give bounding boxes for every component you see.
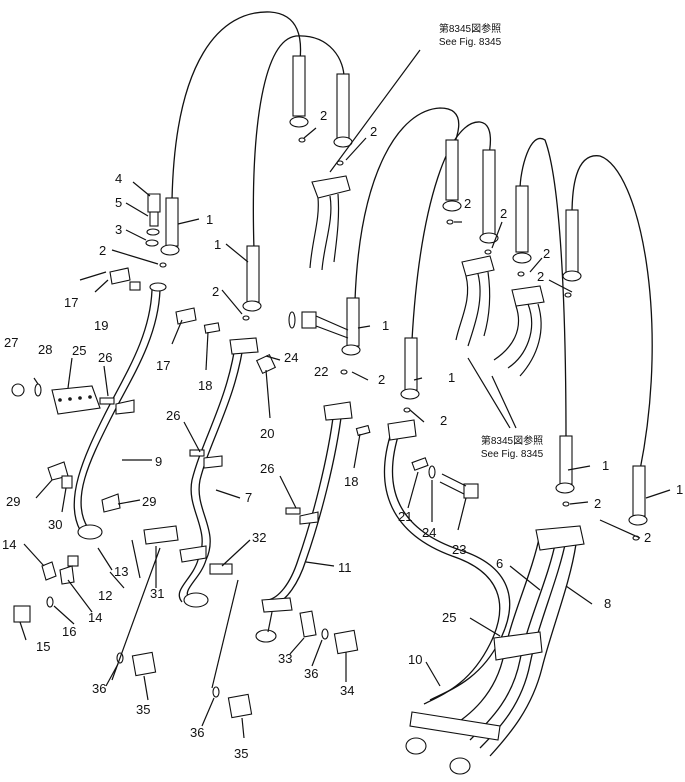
pipe-11 bbox=[255, 401, 353, 643]
callout-21: 21 bbox=[398, 509, 412, 524]
hose-end-fittings bbox=[160, 55, 648, 526]
callout-2: 2 bbox=[594, 496, 601, 511]
callout-8: 8 bbox=[604, 596, 611, 611]
callout-18: 18 bbox=[344, 474, 358, 489]
callout-2: 2 bbox=[543, 246, 550, 261]
callout-1: 1 bbox=[676, 482, 683, 497]
callout-1: 1 bbox=[448, 370, 455, 385]
callout-24: 24 bbox=[422, 525, 436, 540]
reference-jp: 第8345図参照 bbox=[439, 22, 501, 35]
callout-14: 14 bbox=[88, 610, 102, 625]
callout-19: 19 bbox=[94, 318, 108, 333]
callout-4: 4 bbox=[115, 171, 122, 186]
callout-25: 25 bbox=[442, 610, 456, 625]
callout-2: 2 bbox=[537, 269, 544, 284]
callout-2: 2 bbox=[320, 108, 327, 123]
callout-2: 2 bbox=[378, 372, 385, 387]
callout-2: 2 bbox=[500, 206, 507, 221]
callout-1: 1 bbox=[382, 318, 389, 333]
callout-26: 26 bbox=[98, 350, 112, 365]
callout-labels: 1 1 1 1 1 1 2 2 2 2 2 2 2 2 2 2 2 2 3 4 … bbox=[2, 108, 683, 761]
pipe-9 bbox=[73, 282, 167, 540]
callout-2: 2 bbox=[644, 530, 651, 545]
figure-reference-top: 第8345図参照 See Fig. 8345 bbox=[439, 22, 502, 48]
callout-25: 25 bbox=[72, 343, 86, 358]
upper-valve-blocks bbox=[309, 175, 545, 377]
callout-36: 36 bbox=[92, 681, 106, 696]
pipe-7 bbox=[178, 337, 259, 608]
callout-17: 17 bbox=[64, 295, 78, 310]
callout-35: 35 bbox=[136, 702, 150, 717]
callout-17: 17 bbox=[156, 358, 170, 373]
clamps-and-brackets bbox=[47, 267, 429, 567]
callout-10: 10 bbox=[408, 652, 422, 667]
hose-loops bbox=[171, 11, 653, 471]
callout-16: 16 bbox=[62, 624, 76, 639]
callout-3: 3 bbox=[115, 222, 122, 237]
callout-26: 26 bbox=[166, 408, 180, 423]
callout-35: 35 bbox=[234, 746, 248, 761]
callout-30: 30 bbox=[48, 517, 62, 532]
callout-2: 2 bbox=[440, 413, 447, 428]
callout-24: 24 bbox=[284, 350, 298, 365]
reference-en: See Fig. 8345 bbox=[481, 449, 544, 460]
callout-5: 5 bbox=[115, 195, 122, 210]
callout-2: 2 bbox=[212, 284, 219, 299]
leader-lines bbox=[19, 49, 671, 739]
pipes-6-8-10 bbox=[384, 419, 585, 775]
callout-26: 26 bbox=[260, 461, 274, 476]
callout-2: 2 bbox=[464, 196, 471, 211]
callout-1: 1 bbox=[602, 458, 609, 473]
callout-1: 1 bbox=[214, 237, 221, 252]
callout-32: 32 bbox=[252, 530, 266, 545]
callout-20: 20 bbox=[260, 426, 274, 441]
callout-11: 11 bbox=[338, 560, 352, 575]
reference-jp: 第8345図参照 bbox=[481, 434, 543, 447]
callout-1: 1 bbox=[206, 212, 213, 227]
callout-22: 22 bbox=[314, 364, 328, 379]
callout-18: 18 bbox=[198, 378, 212, 393]
figure-reference-mid: 第8345図参照 See Fig. 8345 bbox=[481, 434, 544, 460]
callout-12: 12 bbox=[98, 588, 112, 603]
bolts-and-washers bbox=[11, 193, 479, 719]
callout-29: 29 bbox=[6, 494, 20, 509]
reference-en: See Fig. 8345 bbox=[439, 37, 502, 48]
callout-13: 13 bbox=[114, 564, 128, 579]
callout-29: 29 bbox=[142, 494, 156, 509]
callout-36: 36 bbox=[190, 725, 204, 740]
callout-34: 34 bbox=[340, 683, 354, 698]
callout-15: 15 bbox=[36, 639, 50, 654]
callout-31: 31 bbox=[150, 586, 164, 601]
callout-27: 27 bbox=[4, 335, 18, 350]
callout-2: 2 bbox=[370, 124, 377, 139]
callout-14: 14 bbox=[2, 537, 16, 552]
callout-28: 28 bbox=[38, 342, 52, 357]
callout-6: 6 bbox=[496, 556, 503, 571]
callout-2: 2 bbox=[99, 243, 106, 258]
callout-33: 33 bbox=[278, 651, 292, 666]
callout-36: 36 bbox=[304, 666, 318, 681]
callout-7: 7 bbox=[245, 490, 252, 505]
callout-23: 23 bbox=[452, 542, 466, 557]
callout-9: 9 bbox=[155, 454, 162, 469]
